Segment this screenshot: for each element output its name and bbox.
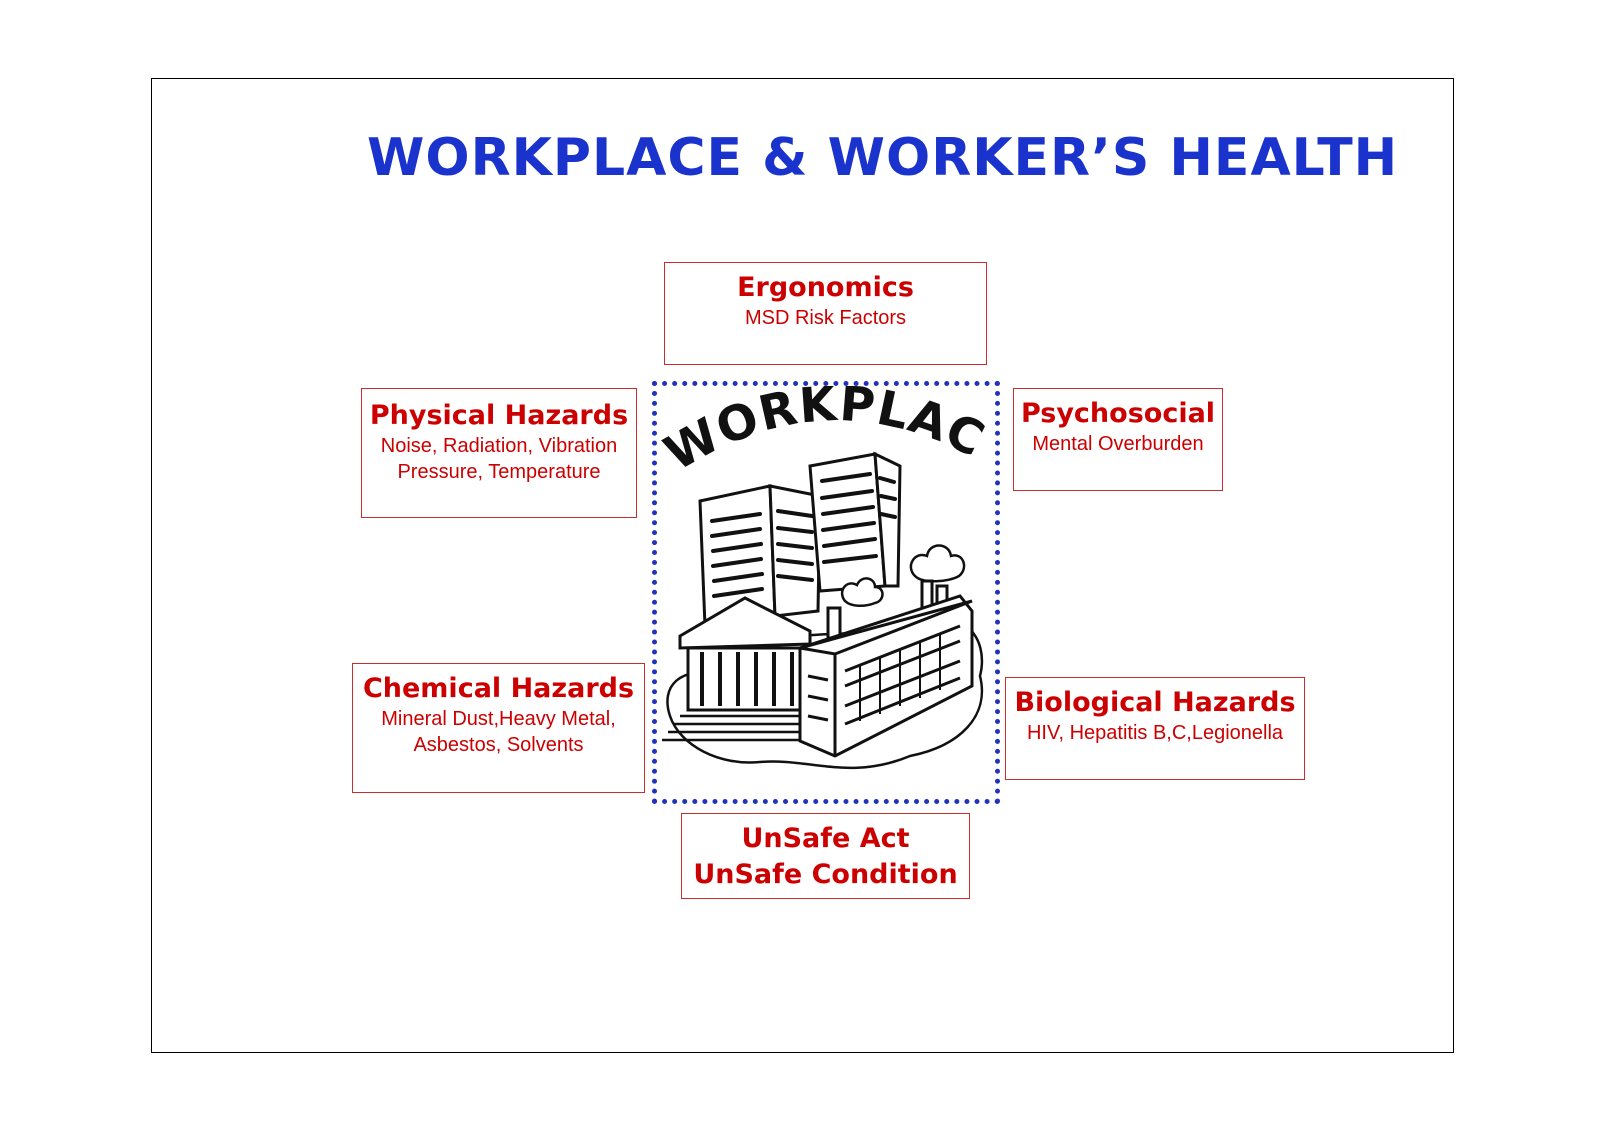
psychosocial-detail: Mental Overburden	[1032, 433, 1204, 455]
physical-hazards-line-1: Noise, Radiation, Vibration	[380, 435, 618, 457]
workplace-illustration: WORKPLACE	[660, 386, 992, 770]
workplace-frame	[652, 381, 1000, 804]
physical-hazards-box: Physical Hazards Noise, Radiation, Vibra…	[361, 388, 637, 518]
chemical-hazards-box: Chemical Hazards Mineral Dust,Heavy Meta…	[352, 663, 645, 793]
slide-title: WORKPLACE & WORKER’S HEALTH	[367, 128, 1399, 188]
chemical-hazards-line-2: Asbestos, Solvents	[413, 734, 584, 756]
psychosocial-box: Psychosocial Mental Overburden	[1013, 388, 1223, 491]
chemical-hazards-title: Chemical Hazards	[362, 673, 635, 704]
ergonomics-box: Ergonomics MSD Risk Factors	[664, 262, 987, 365]
chemical-hazards-line-1: Mineral Dust,Heavy Metal,	[381, 708, 616, 730]
biological-hazards-detail: HIV, Hepatitis B,C,Legionella	[1026, 722, 1284, 744]
ergonomics-detail: MSD Risk Factors	[744, 307, 907, 329]
physical-hazards-title: Physical Hazards	[369, 400, 629, 431]
unsafe-act-label: UnSafe Act	[741, 823, 910, 854]
unsafe-box: UnSafe Act UnSafe Condition	[681, 813, 970, 899]
ergonomics-title: Ergonomics	[737, 272, 914, 303]
biological-hazards-title: Biological Hazards	[1014, 687, 1296, 718]
psychosocial-title: Psychosocial	[1020, 398, 1216, 429]
unsafe-condition-label: UnSafe Condition	[693, 859, 958, 890]
physical-hazards-line-2: Pressure, Temperature	[397, 461, 601, 483]
biological-hazards-box: Biological Hazards HIV, Hepatitis B,C,Le…	[1005, 677, 1305, 780]
